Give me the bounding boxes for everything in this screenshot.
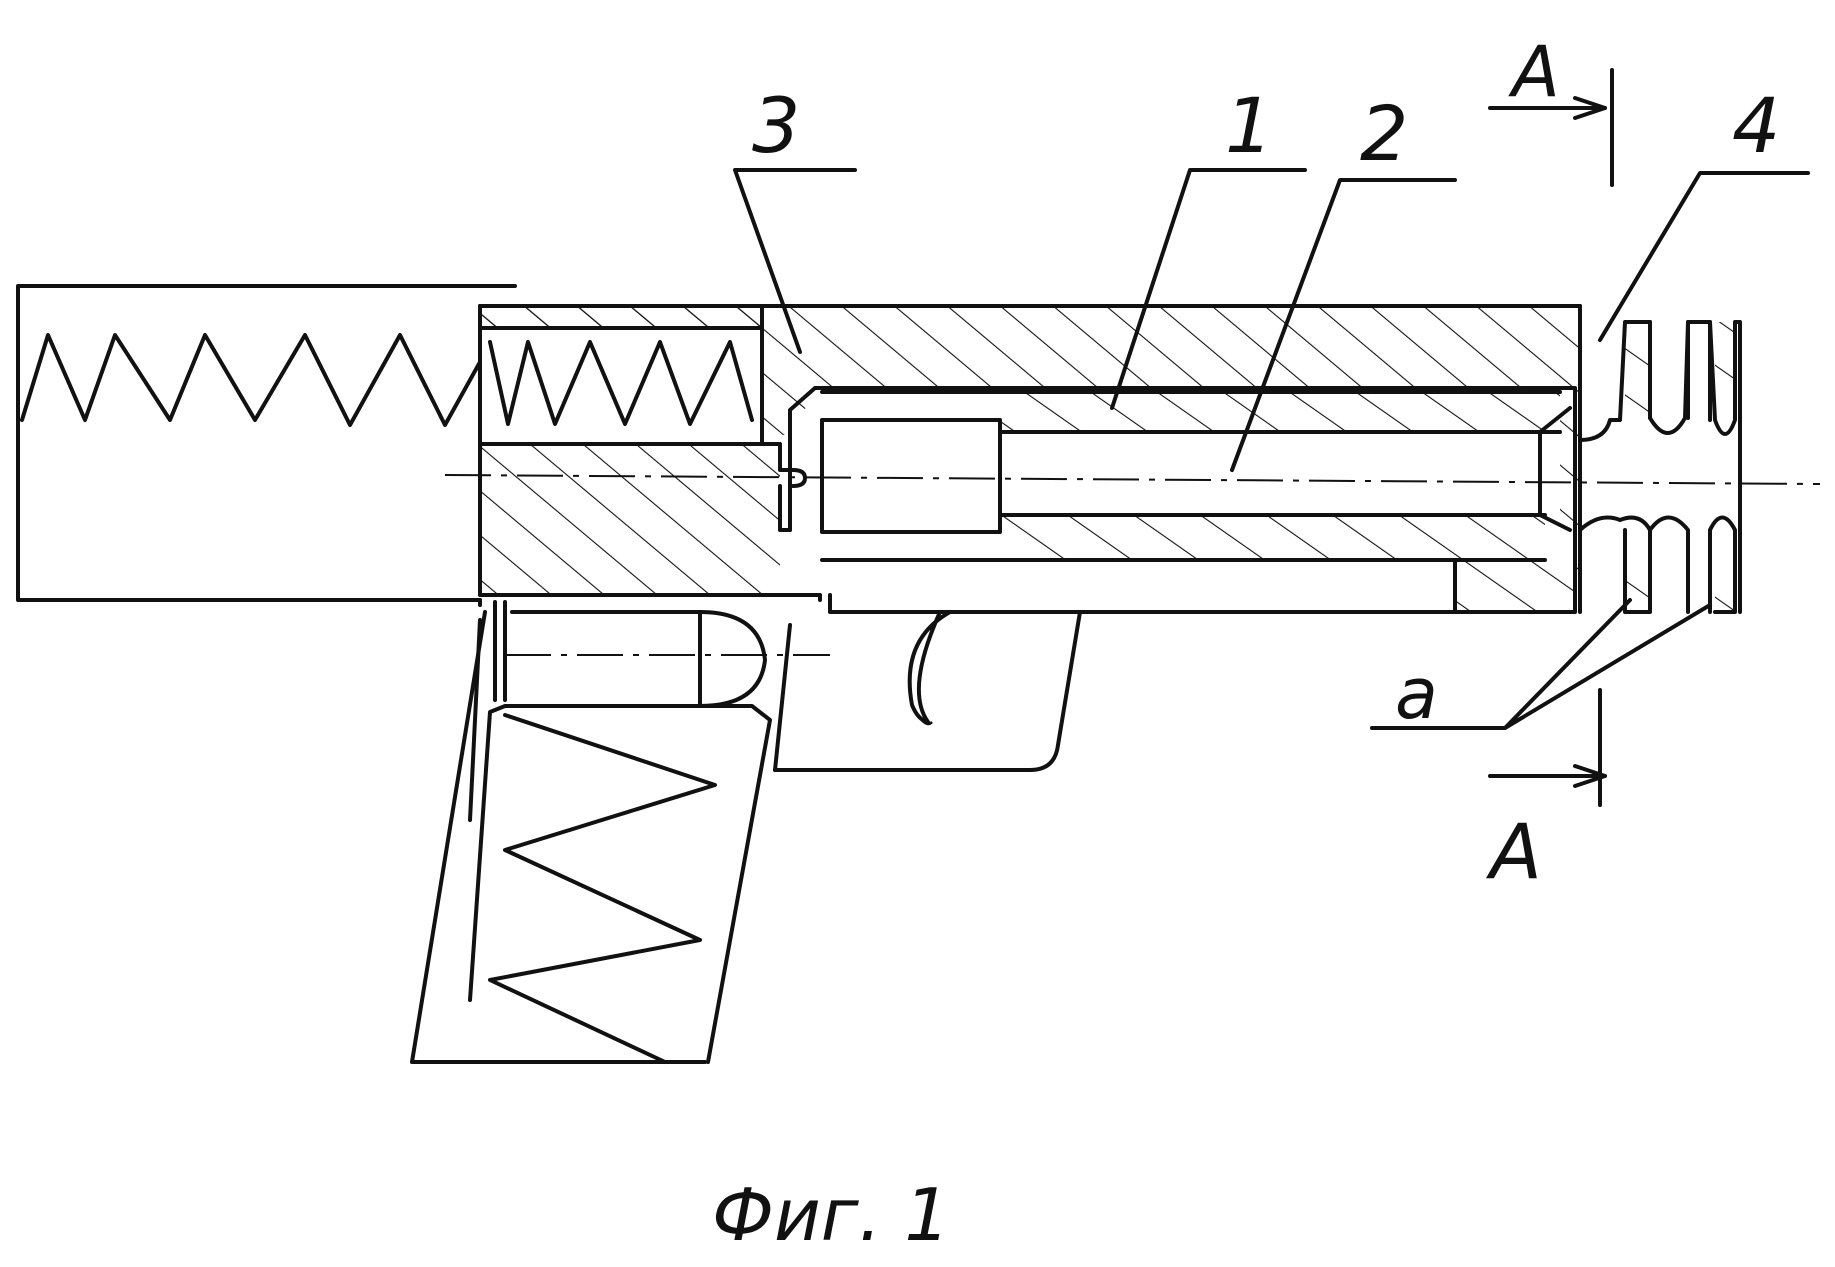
callout-gap-a: a xyxy=(1395,653,1438,735)
magazine xyxy=(412,612,770,1062)
figure-caption: Фиг. 1 xyxy=(712,1173,950,1257)
muzzle-device xyxy=(1580,322,1740,612)
callout-part-2: 2 xyxy=(1360,89,1408,178)
callout-part-3: 3 xyxy=(752,81,800,170)
cartridge xyxy=(495,602,790,770)
callout-part-4: 4 xyxy=(1732,81,1780,170)
rear-spring-housing xyxy=(18,286,515,605)
section-label-top: A xyxy=(1508,31,1560,113)
barrel xyxy=(790,388,1580,612)
callout-part-1: 1 xyxy=(1225,81,1273,170)
trigger-assembly xyxy=(775,612,1080,770)
section-label-bottom: A xyxy=(1485,807,1542,896)
leader-lines xyxy=(735,70,1808,805)
